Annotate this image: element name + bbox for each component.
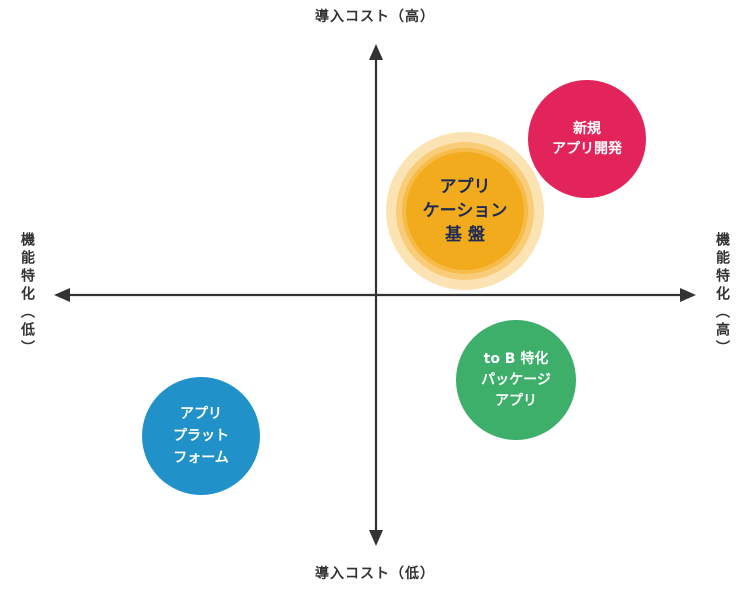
bubble-label-line: アプリ: [180, 406, 222, 422]
bubble-label-line: 基 盤: [445, 225, 485, 245]
bubble-label-line: アプリ: [439, 177, 491, 197]
arrow-up-icon: [369, 44, 383, 60]
bubble-application-base: アプリ ケーション 基 盤: [406, 152, 524, 270]
arrow-right-icon: [680, 288, 696, 302]
bubble-label-line: アプリ: [495, 392, 537, 409]
bubble-label-line: 新規: [573, 121, 601, 137]
bubble-new-app-development: 新規 アプリ開発: [528, 80, 646, 198]
bubble-label-line: フォーム: [173, 450, 229, 466]
axis-label-left: 機能特化（低）: [19, 232, 35, 358]
bubble-app-platform: アプリ プラット フォーム: [142, 377, 260, 495]
bubble-tob-package-app: to B 特化 パッケージ アプリ: [456, 320, 576, 440]
axis-label-right: 機能特化（高）: [714, 232, 730, 358]
bubble-label-line: プラット: [173, 428, 229, 444]
bubble-label-line: パッケージ: [481, 371, 551, 388]
arrow-down-icon: [369, 530, 383, 546]
bubble-label-line: to B 特化: [483, 350, 549, 367]
bubble-label-line: アプリ開発: [552, 141, 622, 157]
axis-label-bottom: 導入コスト（低）: [315, 566, 435, 582]
bubble-label-line: ケーション: [422, 201, 508, 221]
axis-label-top: 導入コスト（高）: [315, 9, 435, 25]
arrow-left-icon: [54, 288, 70, 302]
